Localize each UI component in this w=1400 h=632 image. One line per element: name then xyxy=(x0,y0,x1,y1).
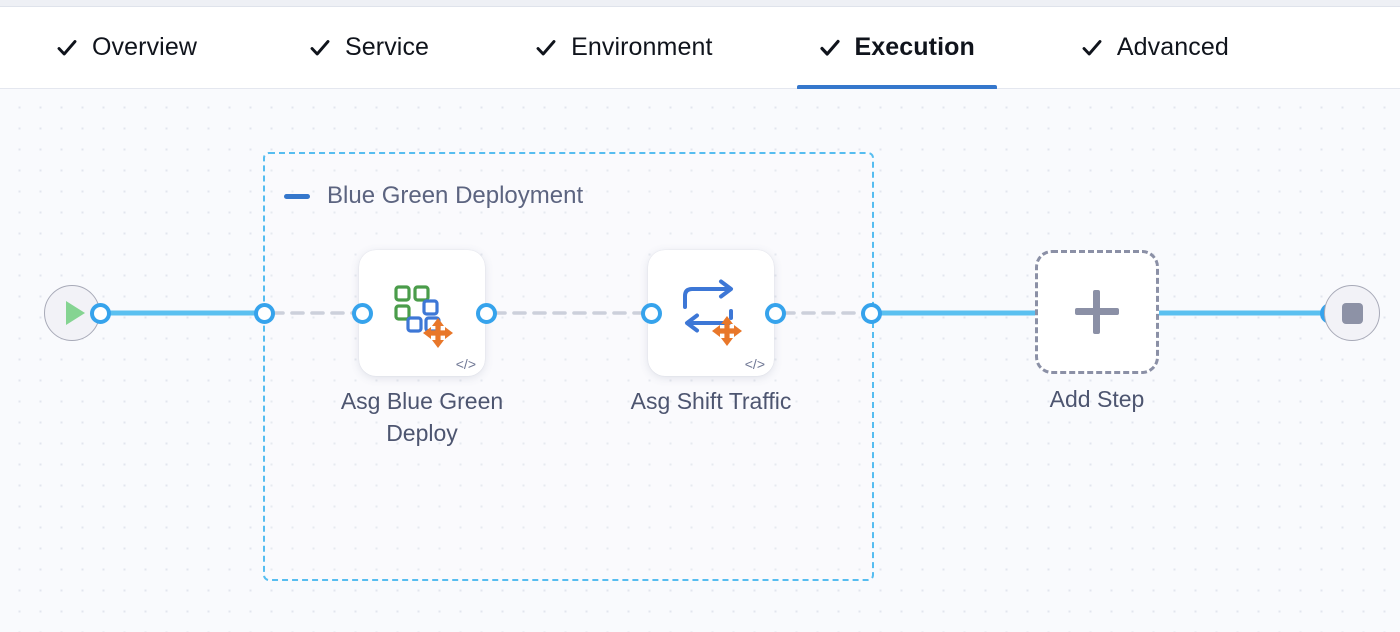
tab-service[interactable]: Service xyxy=(287,7,451,89)
check-icon xyxy=(309,37,331,59)
pipeline-start-node[interactable] xyxy=(44,285,100,341)
stop-icon xyxy=(1341,302,1363,324)
group-exit-port[interactable] xyxy=(861,303,882,324)
pipeline-end-node[interactable] xyxy=(1324,285,1380,341)
play-icon xyxy=(65,301,85,325)
step-node-asg-blue-green-deploy[interactable]: </> Asg Blue Green Deploy xyxy=(341,250,503,446)
stage-group-blue-green-deployment[interactable]: Blue Green Deployment xyxy=(263,152,874,581)
pipeline-tab-bar: Overview Service Environment Execution A xyxy=(0,7,1400,90)
window-top-strip xyxy=(0,0,1400,7)
add-step-label: Add Step xyxy=(1049,386,1145,412)
step-code-badge: </> xyxy=(455,356,476,372)
pipeline-canvas[interactable]: Blue Green Deployment </> Asg xyxy=(0,89,1400,632)
asg-shift-traffic-icon xyxy=(683,279,742,346)
step-node-asg-shift-traffic[interactable]: </> Asg Shift Traffic xyxy=(631,250,791,414)
tab-label: Overview xyxy=(92,33,197,61)
minus-icon[interactable] xyxy=(284,193,310,199)
step-label: Asg Shift Traffic xyxy=(630,388,792,414)
tab-label: Service xyxy=(345,33,430,61)
tab-overview[interactable]: Overview xyxy=(34,7,219,89)
tab-execution[interactable]: Execution xyxy=(796,7,998,90)
tab-label: Advanced xyxy=(1116,33,1229,61)
tab-label: Environment xyxy=(571,33,713,61)
step-2-input-port[interactable] xyxy=(641,303,662,324)
add-step-button[interactable] xyxy=(1035,250,1159,374)
step-1-output-port[interactable] xyxy=(476,303,497,324)
stage-group-header: Blue Green Deployment xyxy=(284,181,583,211)
tab-label: Execution xyxy=(854,33,975,61)
asg-blue-green-deploy-icon xyxy=(394,285,453,348)
stage-group-title: Blue Green Deployment xyxy=(327,182,584,209)
step-1-input-port[interactable] xyxy=(352,303,373,324)
step-2-output-port[interactable] xyxy=(765,303,786,324)
step-code-badge: </> xyxy=(744,356,765,372)
check-icon xyxy=(1081,37,1103,59)
start-output-port[interactable] xyxy=(90,303,111,324)
tab-advanced[interactable]: Advanced xyxy=(1059,7,1251,89)
group-entry-port[interactable] xyxy=(254,303,275,324)
check-icon xyxy=(819,37,841,59)
tab-environment[interactable]: Environment xyxy=(513,7,734,89)
step-label: Asg Blue Green Deploy xyxy=(340,388,504,446)
check-icon xyxy=(535,37,557,59)
check-icon xyxy=(56,37,78,59)
plus-icon xyxy=(1075,290,1119,334)
